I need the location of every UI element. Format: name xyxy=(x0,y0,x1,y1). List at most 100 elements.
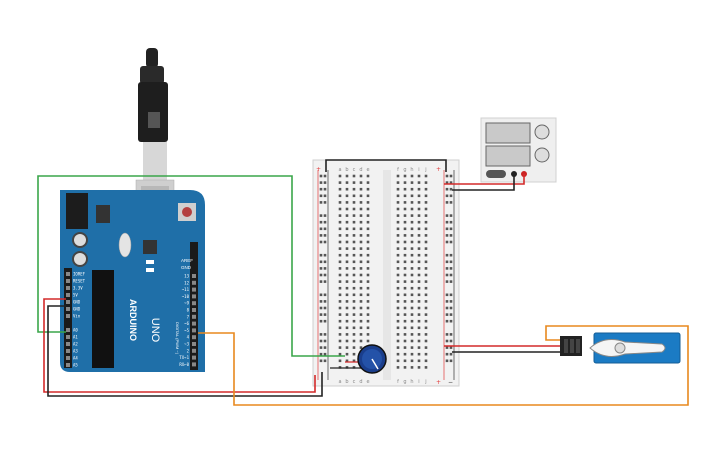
breadboard-hole xyxy=(352,306,356,310)
breadboard-hole xyxy=(410,313,414,316)
header-pin[interactable] xyxy=(66,328,70,332)
breadboard-hole xyxy=(417,326,421,330)
header-pin[interactable] xyxy=(192,308,196,312)
header-pin[interactable] xyxy=(192,328,196,333)
column-label: g xyxy=(403,167,406,173)
header-pin[interactable] xyxy=(192,280,196,285)
breadboard-hole xyxy=(359,174,363,178)
breadboard-hole xyxy=(403,187,407,191)
power-switch[interactable] xyxy=(486,170,506,178)
rail-hole xyxy=(445,346,449,349)
rail-hole xyxy=(319,339,323,343)
wire-black-supply[interactable] xyxy=(452,174,515,191)
breadboard-hole xyxy=(338,214,342,217)
header-pin[interactable] xyxy=(66,342,70,346)
led-indicator xyxy=(146,268,154,272)
knob-top-icon[interactable] xyxy=(534,124,550,140)
header-pin[interactable] xyxy=(66,293,70,297)
breadboard-hole xyxy=(345,234,349,237)
breadboard-hole xyxy=(396,280,400,283)
header-pin[interactable] xyxy=(192,355,196,360)
header-pin[interactable] xyxy=(66,349,70,353)
rail-hole xyxy=(323,319,327,323)
header-pin[interactable] xyxy=(192,362,196,367)
digital-pin-label: ~5 xyxy=(184,328,189,333)
header-pin[interactable] xyxy=(66,363,70,367)
breadboard-hole xyxy=(417,352,421,356)
header-pin[interactable] xyxy=(192,321,196,326)
breadboard-hole xyxy=(410,346,414,349)
header-pin[interactable] xyxy=(192,294,196,299)
breadboard-hole xyxy=(338,352,342,356)
wire-red-5v[interactable] xyxy=(43,298,316,393)
header-pin[interactable] xyxy=(192,274,196,278)
digital-pin-label: 2 xyxy=(187,348,190,353)
breadboard-hole xyxy=(345,181,349,184)
header-pin[interactable] xyxy=(66,279,70,283)
breadboard-hole xyxy=(417,273,421,277)
header-pin[interactable] xyxy=(66,272,70,276)
rail-hole xyxy=(323,187,327,191)
header-pin[interactable] xyxy=(192,342,196,346)
breadboard-hole xyxy=(403,346,407,349)
breadboard-hole xyxy=(424,273,428,277)
breadboard-hole xyxy=(396,194,400,198)
breadboard-hole xyxy=(417,293,421,297)
wire-green[interactable] xyxy=(37,175,345,357)
header-pin[interactable] xyxy=(66,356,70,360)
servo-horn-icon[interactable] xyxy=(589,339,666,357)
power-supply[interactable] xyxy=(480,117,557,183)
breadboard-hole xyxy=(338,267,342,270)
breadboard-hole xyxy=(410,220,414,224)
potentiometer[interactable] xyxy=(357,344,387,374)
breadboard-hole xyxy=(359,273,363,277)
regulator xyxy=(96,205,110,223)
header-pin[interactable] xyxy=(66,335,70,339)
breadboard-hole xyxy=(417,300,421,303)
breadboard-hole xyxy=(424,286,428,290)
breadboard-hole xyxy=(410,174,414,178)
column-label: j xyxy=(424,379,426,385)
rail-hole xyxy=(319,300,323,303)
breadboard-hole xyxy=(352,247,356,250)
header-pin[interactable] xyxy=(66,286,70,290)
knob-bottom-icon[interactable] xyxy=(534,147,550,163)
rail-hole xyxy=(449,260,453,264)
header-pin[interactable] xyxy=(192,287,196,292)
rail-hole xyxy=(319,201,323,204)
wire-black-gnd[interactable] xyxy=(47,305,323,397)
micro-servo[interactable] xyxy=(560,332,681,364)
header-pin[interactable] xyxy=(66,300,70,304)
breadboard-hole xyxy=(366,207,370,211)
wire-red-supply[interactable] xyxy=(444,174,525,185)
breadboard-hole xyxy=(403,273,407,277)
breadboard-hole xyxy=(410,280,414,283)
analog-pin-label: A1 xyxy=(73,335,78,340)
header-pin[interactable] xyxy=(192,314,196,319)
rail-hole xyxy=(445,333,449,336)
breadboard-hole xyxy=(359,286,363,290)
rail-hole xyxy=(445,352,449,356)
header-pin[interactable] xyxy=(192,348,196,353)
wire-black-jumper[interactable] xyxy=(325,159,447,172)
breadboard-hole xyxy=(424,181,428,184)
rail-hole xyxy=(323,346,327,349)
rail-hole xyxy=(449,333,453,336)
header-pin[interactable] xyxy=(192,335,196,340)
header-pin[interactable] xyxy=(66,314,70,318)
column-label: j xyxy=(424,167,426,173)
breadboard-hole xyxy=(352,194,356,198)
breadboard-hole xyxy=(403,240,407,244)
breadboard-hole xyxy=(345,306,349,310)
wire-orange-signal[interactable] xyxy=(198,325,689,406)
rail-hole xyxy=(445,260,449,264)
breadboard-hole xyxy=(338,306,342,310)
header-pin[interactable] xyxy=(192,301,196,306)
breadboard-hole xyxy=(417,220,421,224)
header-pin[interactable] xyxy=(66,307,70,311)
breadboard-hole xyxy=(403,352,407,356)
rail-hole xyxy=(449,234,453,237)
breadboard-hole xyxy=(352,300,356,303)
